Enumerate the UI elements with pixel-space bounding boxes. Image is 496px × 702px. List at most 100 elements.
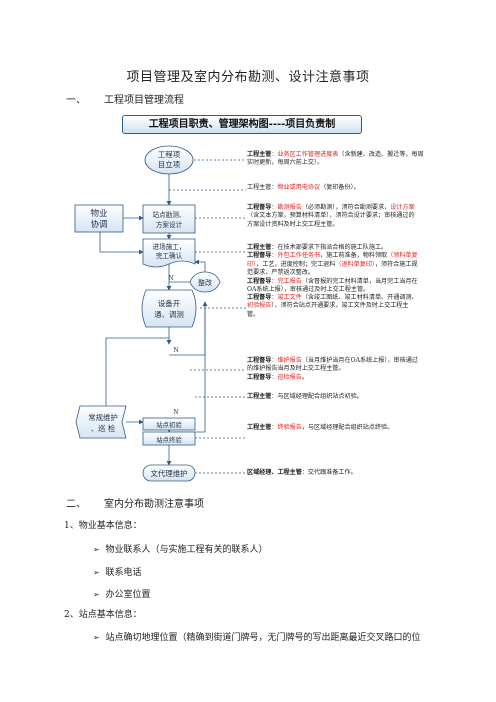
node-text: 站点勘测、 (153, 210, 186, 219)
list-item: ➢ 联系电话 (93, 565, 141, 578)
node-text: 工程项 (158, 150, 181, 159)
node-survey-design (142, 204, 196, 234)
node-text: 通、调测 (154, 310, 184, 319)
note-text: ，施工前准备，物料领取 (320, 252, 388, 260)
subsection-site-info: 2、站点基本信息： (64, 610, 142, 620)
node-text: 整改 (198, 278, 212, 287)
branch-label-n: N (168, 275, 173, 282)
list-item: ➢ 站点确切地理位置（精确到街道门牌号，无门牌号的写出距离最近交叉路口的位 (93, 630, 420, 643)
note-doc: ：维护报告 (271, 357, 302, 364)
note-doc: 设计方案 (390, 204, 415, 211)
note-survey-design: 工程督导：勘测报告（必须勘测），须符合勘测要求，设计方案（含文本方案，预算材料清… (247, 204, 417, 229)
note-role: 工程主管 (247, 424, 272, 431)
node-property-coordination (74, 204, 124, 233)
node-final-acceptance (142, 431, 196, 446)
section-1-label: 工程项目管理流程 (104, 95, 184, 106)
note-initial-acceptance: 工程主管：与区域经理配合组织站点初验。 (247, 393, 419, 401)
note-doc: ：勘测报告 (271, 204, 302, 211)
note-doc: （领料单复印） (247, 252, 418, 268)
note-handover: 区域经理、工程主管：交代跟准备工作。 (247, 469, 419, 477)
note-text: ，工艺，进度控制；完工退料 (256, 260, 336, 268)
note-text: （含督报的完工材料清单，当月完工当月在OA系统上报），审核通过及时上交工程主管。 (247, 277, 418, 294)
node-text: 常规维护 (88, 413, 118, 422)
note-construction: 工程主管：在技术部要求下指派合格的施工队施工。 工程督导：外包工作任务书，施工前… (247, 244, 419, 294)
note-doc: ：外包工作任务书 (271, 252, 321, 260)
note-role: 工程督导 (247, 204, 272, 211)
node-routine-maintenance (75, 405, 127, 439)
node-device-commission (141, 289, 197, 328)
flow-arrow (99, 232, 144, 255)
node-construction (142, 238, 196, 268)
node-rectify (189, 271, 221, 293)
node-text: 文代理维护 (151, 469, 188, 478)
document-title: 项目管理及室内分布勘测、设计注意事项 (126, 70, 370, 85)
note-text: （必须勘测），须符合勘测要求， (301, 204, 391, 211)
node-text: 、巡 检 (91, 424, 116, 433)
note-role: 工程督导 (247, 252, 272, 260)
note-text: ：在技术部要求下指派合格的施工队施工。 (271, 244, 388, 251)
note-final-acceptance: 工程主管：终验报告，与区域经理配合组织站点终验。 (247, 424, 397, 432)
note-text: ，与区域经理配合组织站点终验。 (301, 424, 394, 431)
note-commissioning: 工程督导：竣工文件（含竣工图纸、竣工材料清单、开通调测、初验报告），须符合站点开… (247, 294, 419, 319)
note-text: ），须符合站点开通要求，竣工文件及时上交工程主管。 (247, 302, 409, 318)
flow-banner: 工程项目职责、管理架构图----项目负责制 (122, 115, 362, 134)
subsection-property-info: 1、物业基本信息： (64, 521, 142, 531)
section-1-number: 一、 (66, 95, 86, 106)
list-item: ➢ 物业联系人（与实施工程有关的联系人） (93, 542, 267, 555)
node-text: 方案设计 (156, 220, 183, 229)
note-role: 工程督导 (247, 357, 272, 364)
node-text: 物业 (91, 208, 108, 218)
section-1-heading: 一、 工程项目管理流程 (66, 91, 184, 106)
list-item-text: 联系电话 (105, 568, 142, 578)
note-doc: ：业务区工作管理进度表 (271, 151, 339, 158)
note-role: 工程督导 (247, 294, 272, 301)
node-maintenance-handover (142, 464, 196, 482)
node-initial-acceptance (142, 417, 196, 431)
note-doc: ：竣工文件 (271, 294, 302, 301)
branch-label-n: N (173, 347, 178, 354)
list-item-text: 物业联系人（与实施工程有关的联系人） (105, 545, 268, 555)
note-role: 工程主管： (247, 184, 278, 191)
node-text: 完工确认 (156, 251, 183, 260)
note-property-agreement: 工程主管：物业或用电协议（复印备份）。 (247, 184, 427, 192)
note-doc: ：完工报告 (271, 277, 302, 285)
note-text: ：与区域经理配合组织站点初验。 (271, 393, 363, 400)
note-role: 区域经理、工程主管 (247, 469, 302, 476)
node-text: 进场施工， (153, 242, 186, 251)
note-text: （当月维护当月在OA系统上报），审核通过的维护报告当月及时上交工程主管。 (247, 357, 418, 373)
note-text: （复印备份）。 (320, 184, 360, 191)
note-text: （含文本方案，预算材料清单），须符合设计要求；审核通过的方案设计资料及时上交工程… (247, 212, 415, 228)
note-doc: ：终验报告 (271, 424, 302, 431)
section-2-heading: 二、 室内分布勘测注意事项 (66, 495, 204, 510)
section-2-label: 室内分布勘测注意事项 (104, 499, 204, 510)
node-text: 站点初验 (156, 420, 182, 429)
note-role: 工程督导 (247, 277, 272, 285)
note-text: ：交代跟准备工作。 (301, 469, 357, 476)
note-text: （含竣工图纸、竣工材料清单、开通调测、 (301, 294, 418, 301)
list-item-text: 办公室位置 (105, 590, 151, 600)
note-role: 工程主管 (247, 151, 272, 158)
node-project-start (144, 145, 194, 175)
arrow-bullet-icon: ➢ (93, 568, 100, 577)
note-text: （含新建、改造、搬迁等，每周实时更新，每周六前上交）。 (247, 151, 424, 167)
list-item-text: 站点确切地理位置（精确到街道门牌号，无门牌号的写出距离最近交叉路口的位 (105, 633, 421, 643)
note-doc: （退料单复印） (335, 260, 375, 268)
node-text: 目立项 (158, 160, 181, 169)
branch-label-n: N (173, 409, 178, 416)
arrow-bullet-icon: ➢ (93, 633, 100, 642)
note-text: 。 (301, 373, 308, 381)
section-2-number: 二、 (66, 499, 86, 510)
note-project-start: 工程主管：业务区工作管理进度表（含新建、改造、搬迁等，每周实时更新，每周六前上交… (247, 151, 427, 168)
note-doc: 物业或用电协议 (277, 184, 321, 191)
note-role: 工程督导 (247, 373, 272, 381)
note-maintenance: 工程督导：维护报告（当月维护当月在OA系统上报），审核通过的维护报告当月及时上交… (247, 357, 419, 382)
note-doc: 初验报告 (247, 302, 272, 310)
node-text: 设备开 (158, 299, 180, 308)
note-doc: ：巡检报告 (271, 373, 302, 381)
arrow-bullet-icon: ➢ (93, 545, 100, 554)
node-text: 站点终验 (156, 435, 182, 444)
note-text: ，须符合施工规范要求，严禁返次整改。 (247, 260, 418, 277)
flow-arrow (103, 337, 169, 421)
list-item: ➢ 办公室位置 (93, 587, 150, 600)
